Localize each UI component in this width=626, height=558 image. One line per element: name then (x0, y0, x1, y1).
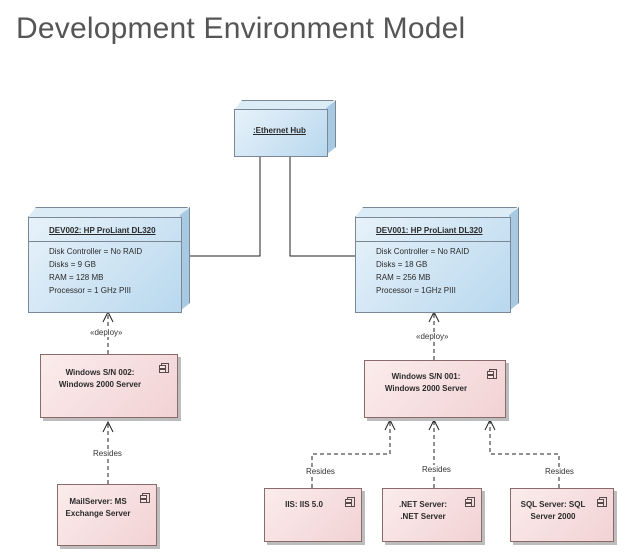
component-icon (159, 363, 169, 373)
dev001-name: DEV001: HP ProLiant DL320 (376, 226, 483, 235)
resides-mail-arrowhead (102, 420, 114, 433)
dev002-node[interactable]: DEV002: HP ProLiant DL320 Disk Controlle… (28, 207, 190, 313)
dev002-name: DEV002: HP ProLiant DL320 (49, 226, 156, 235)
page-title: Development Environment Model (16, 12, 466, 45)
windows-002-component[interactable]: Windows S/N 002: Windows 2000 Server (40, 354, 178, 418)
windows-001-component[interactable]: Windows S/N 001: Windows 2000 Server (364, 360, 506, 418)
resides-sql-line (489, 420, 560, 488)
iis-component[interactable]: IIS: IIS 5.0 (264, 488, 362, 542)
dotnet-component[interactable]: .NET Server: .NET Server (382, 488, 482, 542)
component-icon (597, 497, 607, 507)
sqlserver-line2: Server 2000 (530, 512, 576, 521)
component-icon (487, 369, 497, 379)
windows-001-line1: Windows S/N 001: (391, 372, 461, 381)
hub-to-dev001-line (289, 156, 355, 257)
windows-002-line1: Windows S/N 002: (65, 368, 135, 377)
deploy-right-label: «deploy» (416, 332, 449, 341)
dev002-attr-ram: RAM = 128 MB (49, 273, 104, 282)
component-icon (140, 493, 150, 503)
component-icon (345, 497, 355, 507)
iis-line1: IIS: IIS 5.0 (285, 500, 323, 509)
resides-sql-arrowhead (484, 418, 496, 431)
dev001-attr-ram: RAM = 256 MB (376, 273, 431, 282)
mailserver-component[interactable]: MailServer: MS Exchange Server (57, 484, 157, 546)
dev001-attr-processor: Processor = 1GHz PIII (376, 286, 456, 295)
mailserver-line1: MailServer: MS (69, 497, 127, 506)
mailserver-line2: Exchange Server (65, 509, 131, 518)
resides-iis-line (311, 420, 391, 488)
resides-iis-arrowhead (384, 418, 396, 431)
resides-iis-label: Resides (306, 467, 335, 476)
deploy-left-label: «deploy» (90, 328, 123, 337)
hub-to-dev002-line (182, 156, 261, 257)
resides-mail-label: Resides (93, 449, 122, 458)
windows-001-line2: Windows 2000 Server (384, 384, 468, 393)
dotnet-line1: .NET Server: (398, 500, 448, 509)
dev001-node[interactable]: DEV001: HP ProLiant DL320 Disk Controlle… (355, 207, 519, 313)
sqlserver-component[interactable]: SQL Server: SQL Server 2000 (510, 488, 614, 542)
resides-net-arrowhead (428, 418, 440, 431)
hub-name: :Ethernet Hub (253, 126, 306, 135)
resides-net-label: Resides (422, 465, 451, 474)
dev002-attr-disk-controller: Disk Controller = No RAID (49, 247, 143, 256)
dev002-attr-processor: Processor = 1 GHz PIII (49, 286, 132, 295)
resides-sql-label: Resides (545, 467, 574, 476)
windows-002-line2: Windows 2000 Server (58, 380, 142, 389)
component-icon (465, 497, 475, 507)
sqlserver-line1: SQL Server: SQL (520, 500, 586, 509)
dotnet-line2: .NET Server (400, 512, 446, 521)
dev001-attr-disk-controller: Disk Controller = No RAID (376, 247, 470, 256)
ethernet-hub-node[interactable]: :Ethernet Hub (234, 100, 336, 157)
dev001-attr-disks: Disks = 18 GB (376, 260, 428, 269)
dev002-attr-disks: Disks = 9 GB (49, 260, 96, 269)
